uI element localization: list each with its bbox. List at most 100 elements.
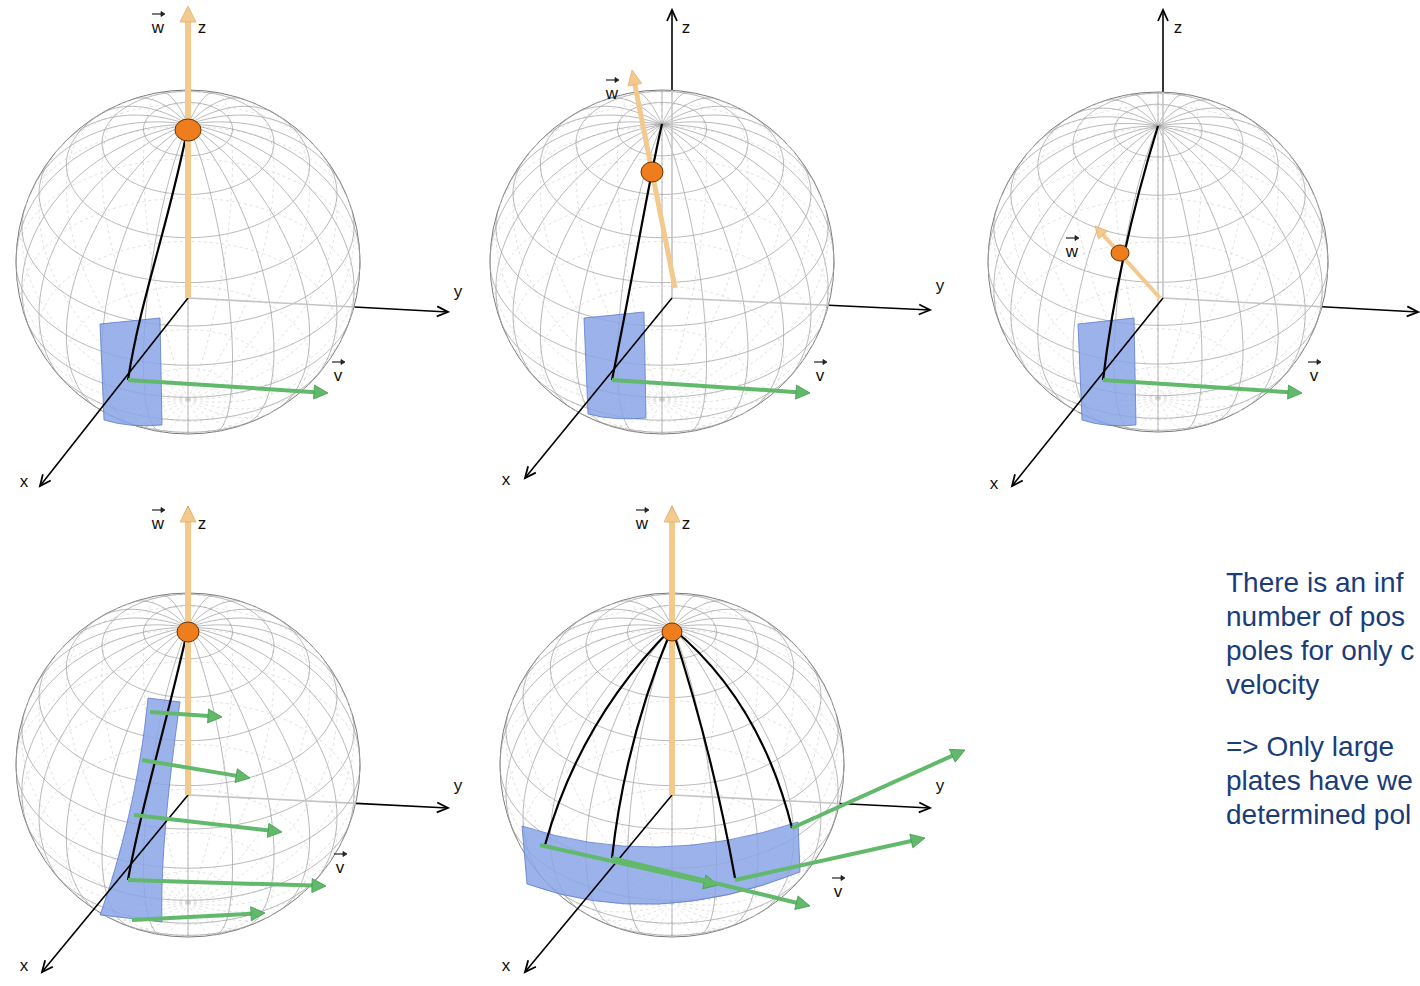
vector-label: v xyxy=(1310,367,1319,385)
y-axis xyxy=(1322,307,1418,312)
sphere-grid xyxy=(490,90,834,434)
velocity-vector-head xyxy=(314,385,328,399)
y-axis-head xyxy=(1407,306,1418,316)
rotation-vector xyxy=(669,521,675,795)
plate-band xyxy=(522,822,800,904)
velocity-vector xyxy=(128,380,315,392)
vector-sign-head xyxy=(1075,236,1079,241)
meridian-curve xyxy=(128,126,188,380)
vector-sign-head xyxy=(161,508,165,513)
vector-label: w xyxy=(1066,243,1078,261)
velocity-vector xyxy=(142,760,237,776)
velocity-vector xyxy=(132,914,252,920)
y-axis-hidden xyxy=(672,795,840,803)
rotation-vector xyxy=(185,521,191,795)
axis-label: z xyxy=(198,19,207,37)
vector-sign xyxy=(1308,361,1318,362)
plate-patch xyxy=(1078,318,1136,426)
velocity-vector-head xyxy=(235,769,250,783)
x-axis xyxy=(40,298,188,486)
x-axis-head xyxy=(1012,474,1023,486)
euler-pole xyxy=(177,622,199,642)
vector-sign-head xyxy=(841,876,845,881)
z-axis-head xyxy=(667,10,677,21)
rotation-vector-head xyxy=(628,70,642,86)
vector-sign-head xyxy=(645,508,649,513)
sphere-grid xyxy=(988,92,1328,432)
vector-sign-head xyxy=(615,78,619,83)
y-axis xyxy=(829,305,930,310)
z-axis-head xyxy=(1158,10,1168,21)
velocity-vector xyxy=(612,380,797,392)
axis-label: x xyxy=(20,957,29,975)
plate-strip xyxy=(100,698,180,922)
velocity-vector-head xyxy=(208,709,222,723)
vector-label: w xyxy=(152,19,164,37)
x-axis-head xyxy=(525,466,536,478)
velocity-vector-head xyxy=(949,749,965,762)
velocity-vector-head xyxy=(795,896,810,910)
velocity-vector xyxy=(134,815,269,831)
y-axis xyxy=(840,803,930,808)
meridian-curve xyxy=(128,628,188,880)
euler-pole xyxy=(641,162,663,182)
sphere-grid-back xyxy=(490,90,834,434)
vector-label: v xyxy=(834,883,843,901)
velocity-vector-head xyxy=(251,907,265,921)
x-axis-head xyxy=(40,474,51,486)
note-text: => Only large plates have we determined … xyxy=(1226,730,1420,832)
velocity-vector xyxy=(128,880,313,886)
z-axis xyxy=(671,10,673,90)
plate-patch xyxy=(100,318,162,426)
vector-sign-head xyxy=(1317,360,1321,365)
axis-label: x xyxy=(990,475,999,493)
axis-label: z xyxy=(682,515,691,533)
vector-sign xyxy=(832,877,842,878)
velocity-vector xyxy=(612,858,797,903)
x-axis xyxy=(525,298,672,478)
vector-label: w xyxy=(152,515,164,533)
axis-label: z xyxy=(682,19,691,37)
rotation-vector-head xyxy=(180,506,196,522)
y-axis-hidden xyxy=(188,795,356,803)
y-axis-head xyxy=(437,306,448,316)
velocity-vector-head xyxy=(312,879,326,893)
vector-sign xyxy=(814,361,824,362)
vector-label: w xyxy=(636,515,648,533)
vector-label: v xyxy=(334,367,343,385)
note-text: There is an inf number of pos poles for … xyxy=(1226,566,1420,702)
vector-sign-head xyxy=(161,12,165,17)
vector-sign xyxy=(606,79,616,80)
y-axis-head xyxy=(919,304,930,314)
meridian-curve xyxy=(612,124,662,380)
meridian-curve xyxy=(612,628,672,858)
vector-sign xyxy=(152,509,162,510)
y-axis-head xyxy=(919,802,930,812)
velocity-vector-head xyxy=(910,834,925,848)
velocity-vector xyxy=(1103,380,1289,392)
vector-label: v xyxy=(816,367,825,385)
rotation-vector xyxy=(1102,234,1160,298)
axis-label: x xyxy=(20,473,29,491)
vector-label: w xyxy=(606,85,618,103)
z-axis-hidden xyxy=(1162,92,1164,298)
meridian-curve xyxy=(545,628,672,845)
y-axis-hidden xyxy=(1163,298,1322,307)
vector-sign xyxy=(636,509,646,510)
axis-label: y xyxy=(936,777,945,795)
velocity-vector-head xyxy=(796,385,810,399)
y-axis-head xyxy=(437,802,448,812)
axis-label: x xyxy=(502,471,511,489)
axis-label: y xyxy=(454,283,463,301)
euler-pole xyxy=(662,623,682,641)
y-axis-hidden xyxy=(188,298,354,307)
meridian-curve xyxy=(1103,126,1158,380)
axis-label: z xyxy=(198,515,207,533)
vector-sign xyxy=(1066,237,1076,238)
velocity-vector-head xyxy=(1288,385,1302,399)
velocity-vector-head xyxy=(267,823,282,837)
rotation-vector xyxy=(185,21,191,298)
z-axis xyxy=(1162,10,1164,92)
velocity-vector xyxy=(735,841,912,880)
